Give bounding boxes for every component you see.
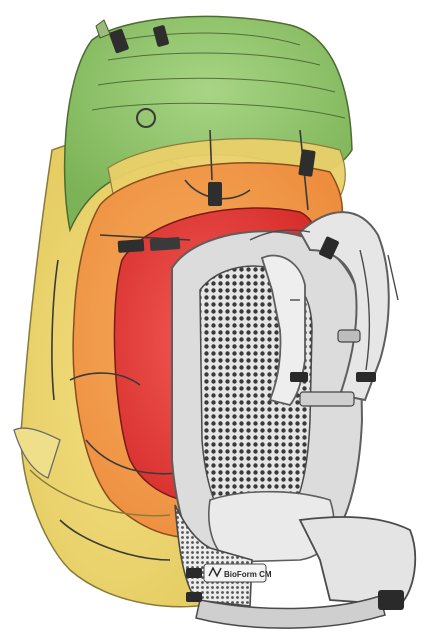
harness-back-panel: BioForm CM	[172, 212, 415, 628]
bioform-logo-text: BioForm CM	[224, 570, 272, 579]
bioform-logo-patch: BioForm CM	[204, 564, 272, 582]
